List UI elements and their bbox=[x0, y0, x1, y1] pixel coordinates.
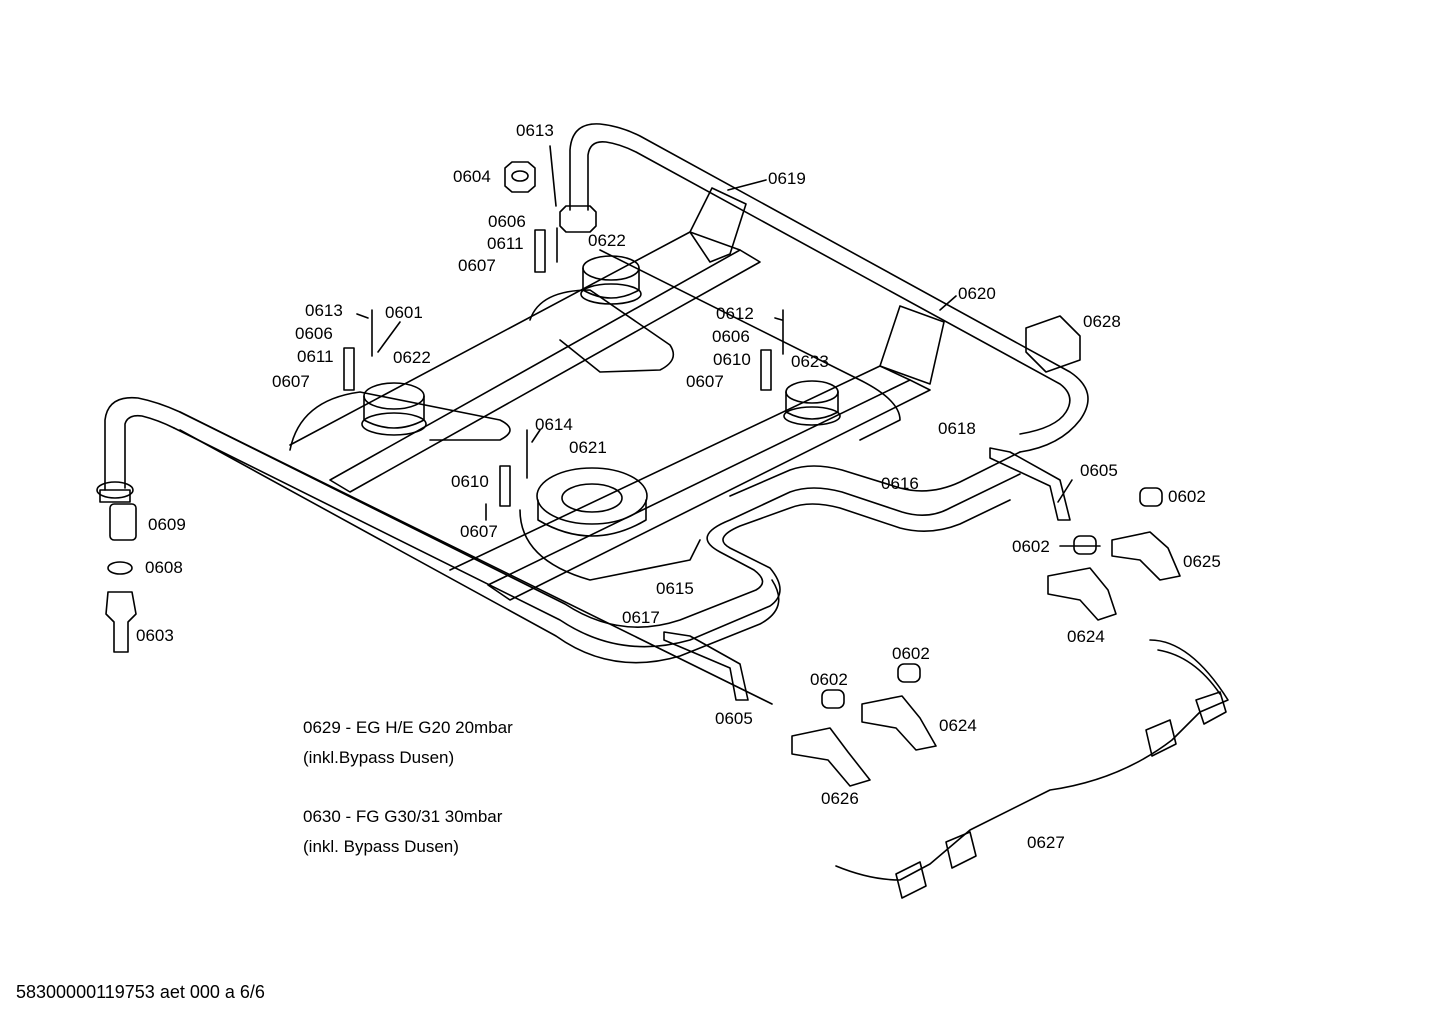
callout-0612: 0612 bbox=[716, 304, 754, 323]
switch-block-2 bbox=[1145, 719, 1177, 757]
callout-0610: 0610 bbox=[713, 350, 751, 369]
callout-0601: 0601 bbox=[385, 303, 423, 322]
fitting-0609 bbox=[109, 503, 137, 541]
callout-0625: 0625 bbox=[1183, 552, 1221, 571]
callout-0616: 0616 bbox=[881, 474, 919, 493]
note-0629-line1: 0629 - EG H/E G20 20mbar bbox=[303, 718, 513, 737]
tap-0624-a bbox=[1047, 567, 1117, 621]
callout-0607: 0607 bbox=[458, 256, 496, 275]
electrode-0611-a bbox=[534, 229, 546, 273]
nozzle-0602-c bbox=[897, 663, 921, 683]
callout-0620: 0620 bbox=[958, 284, 996, 303]
callout-0614: 0614 bbox=[535, 415, 573, 434]
callout-0621: 0621 bbox=[569, 438, 607, 457]
note-0629-line2: (inkl.Bypass Dusen) bbox=[303, 748, 455, 767]
electrode-0610-a bbox=[760, 349, 772, 391]
callout-0619: 0619 bbox=[768, 169, 806, 188]
callout-0606: 0606 bbox=[712, 327, 750, 346]
callout-0624: 0624 bbox=[939, 716, 977, 735]
callout-0604: 0604 bbox=[453, 167, 491, 186]
gas-pipe-front-outer bbox=[179, 411, 1021, 628]
gas-pipe-right-end bbox=[729, 451, 1021, 497]
nut-0604 bbox=[504, 161, 536, 193]
pipe-fitting-left bbox=[96, 481, 134, 499]
callout-0628: 0628 bbox=[1083, 312, 1121, 331]
electrode-0610-b bbox=[499, 465, 511, 507]
burner-0623 bbox=[783, 380, 841, 426]
callout-0603: 0603 bbox=[136, 626, 174, 645]
switch-block-1 bbox=[1195, 691, 1227, 725]
callout-0602: 0602 bbox=[810, 670, 848, 689]
callout-0613: 0613 bbox=[305, 301, 343, 320]
burner-rail-top-b bbox=[289, 231, 741, 446]
tap-0625 bbox=[1111, 531, 1181, 581]
gas-pipe-outer bbox=[569, 123, 1089, 453]
nozzle-0602-a bbox=[1139, 487, 1163, 507]
bracket-0619 bbox=[689, 187, 747, 263]
callout-0611: 0611 bbox=[487, 234, 524, 253]
callout-0607: 0607 bbox=[272, 372, 310, 391]
gas-pipe-left-inner bbox=[124, 414, 175, 489]
callout-0623: 0623 bbox=[791, 352, 829, 371]
washer-0608 bbox=[107, 561, 133, 575]
electrode-0611-b bbox=[343, 347, 355, 391]
callout-0602: 0602 bbox=[1168, 487, 1206, 506]
gas-pipe-left bbox=[104, 396, 773, 705]
tap-0624-b bbox=[861, 695, 937, 751]
pipe-nut-top bbox=[559, 205, 597, 233]
bracket-0620 bbox=[879, 305, 945, 385]
document-footer-id: 58300000119753 aet 000 a 6/6 bbox=[16, 982, 265, 1002]
callout-0618: 0618 bbox=[938, 419, 976, 438]
callout-0608: 0608 bbox=[145, 558, 183, 577]
callout-0622: 0622 bbox=[393, 348, 431, 367]
callout-0613: 0613 bbox=[516, 121, 554, 140]
callout-0605: 0605 bbox=[1080, 461, 1118, 480]
note-0630-line2: (inkl. Bypass Dusen) bbox=[303, 837, 459, 856]
note-0630-line1: 0630 - FG G30/31 30mbar bbox=[303, 807, 503, 826]
callout-0626: 0626 bbox=[821, 789, 859, 808]
callout-0624: 0624 bbox=[1067, 627, 1105, 646]
burner-rail-bottom bbox=[487, 379, 931, 601]
nozzle-0602-b bbox=[1073, 535, 1097, 555]
thermocouple-wire-4 bbox=[519, 509, 701, 581]
callout-0609: 0609 bbox=[148, 515, 186, 534]
fitting-0603 bbox=[105, 591, 137, 653]
thermocouple-wire-3 bbox=[599, 249, 901, 441]
thermocouple-wire-1 bbox=[289, 391, 511, 451]
callout-0602: 0602 bbox=[892, 644, 930, 663]
callout-0610: 0610 bbox=[451, 472, 489, 491]
callout-0611: 0611 bbox=[297, 347, 334, 366]
thermocouple-wire-2 bbox=[529, 289, 675, 373]
gas-pipe-inner bbox=[587, 140, 1071, 435]
bracket-0605-a bbox=[989, 447, 1071, 521]
callout-0606: 0606 bbox=[488, 212, 526, 231]
callout-0627: 0627 bbox=[1027, 833, 1065, 852]
burner-rail-top bbox=[329, 249, 761, 493]
callout-0622: 0622 bbox=[588, 231, 626, 250]
ignition-harness-0627 bbox=[835, 639, 1229, 881]
switch-block-3 bbox=[945, 831, 977, 869]
callout-0607: 0607 bbox=[686, 372, 724, 391]
callout-0607: 0607 bbox=[460, 522, 498, 541]
callout-0615: 0615 bbox=[656, 579, 694, 598]
switch-block-4 bbox=[895, 861, 927, 899]
callout-0602: 0602 bbox=[1012, 537, 1050, 556]
callout-0606: 0606 bbox=[295, 324, 333, 343]
part-0628 bbox=[1025, 315, 1081, 373]
tap-0626 bbox=[791, 727, 871, 787]
nozzle-0602-d bbox=[821, 689, 845, 709]
gas-pipe-front bbox=[173, 427, 1011, 648]
gas-pipe-bottom bbox=[179, 429, 780, 664]
burner-0622-b bbox=[361, 382, 427, 436]
bracket-0605-b bbox=[663, 631, 749, 701]
callout-0605: 0605 bbox=[715, 709, 753, 728]
burner-0621 bbox=[536, 467, 648, 537]
callout-0617: 0617 bbox=[622, 608, 660, 627]
